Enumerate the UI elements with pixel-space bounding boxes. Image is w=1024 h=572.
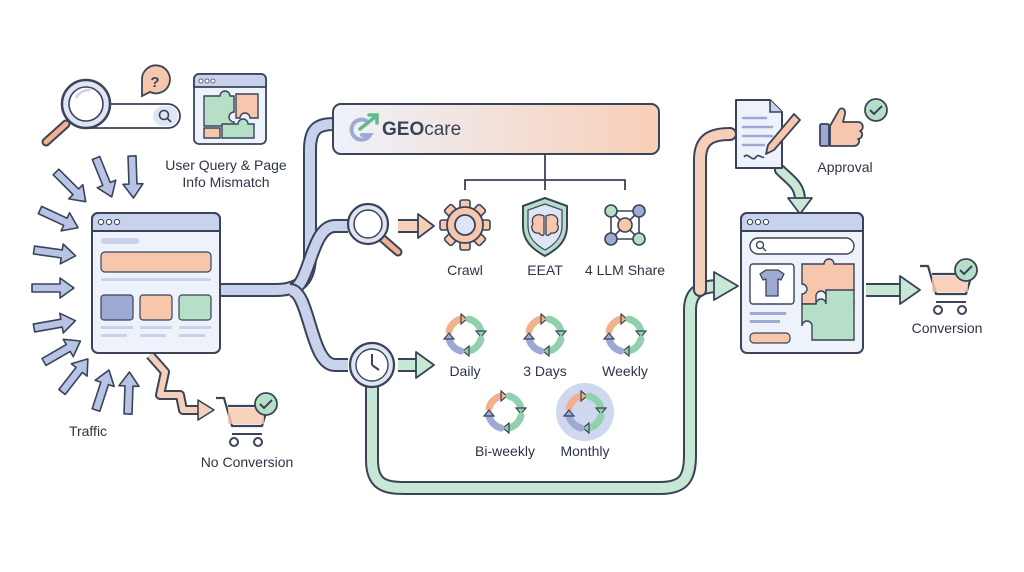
cycle-icon-biweekly (484, 391, 526, 433)
traffic-label: Traffic (69, 423, 107, 439)
magnifier-icon (41, 78, 112, 147)
mismatch-label-line1: User Query & Page (165, 157, 287, 173)
geocare-logo-icon (349, 113, 379, 142)
svg-text:?: ? (150, 74, 159, 91)
cycle-icon-3days (524, 314, 566, 356)
brand-bold: GEO (382, 119, 424, 140)
puzzle-window-icon (193, 73, 267, 145)
conversion-label: Conversion (912, 320, 983, 336)
source-page-window (91, 212, 221, 354)
frequency-label-biweekly: Bi-weekly (475, 443, 535, 459)
cycle-icon-weekly (604, 314, 646, 356)
thumbs-up-icon (819, 98, 888, 147)
schedule-clock-icon (348, 341, 396, 389)
geocare-brand-text: GEOcare (382, 119, 461, 140)
approval-label: Approval (817, 159, 872, 175)
check-label-eeat: EEAT (527, 262, 563, 278)
conversion-cart-icon (920, 258, 978, 315)
network-icon (604, 204, 646, 246)
document-pen-icon (735, 99, 801, 169)
frequency-label-monthly: Monthly (560, 443, 609, 459)
question-bubble-icon: ? (141, 64, 171, 98)
frequency-label-3days: 3 Days (523, 363, 567, 379)
brand-light: care (424, 119, 461, 140)
gear-icon (439, 199, 491, 251)
cycle-icon-daily (444, 314, 486, 356)
check-label-crawl: Crawl (447, 262, 483, 278)
frequency-label-weekly: Weekly (602, 363, 648, 379)
result-page-window (740, 212, 864, 354)
no-conversion-cart-icon (216, 392, 278, 447)
check-label-llm: 4 LLM Share (585, 262, 665, 278)
brain-shield-icon (522, 196, 568, 258)
mismatch-label-line2: Info Mismatch (182, 174, 269, 190)
audit-magnifier-icon (346, 202, 403, 257)
flow-connectors (146, 117, 921, 495)
no-conversion-label: No Conversion (201, 454, 294, 470)
frequency-label-daily: Daily (449, 363, 480, 379)
cycle-icon-monthly (556, 383, 614, 441)
geocare-banner: GEOcare (332, 103, 660, 155)
